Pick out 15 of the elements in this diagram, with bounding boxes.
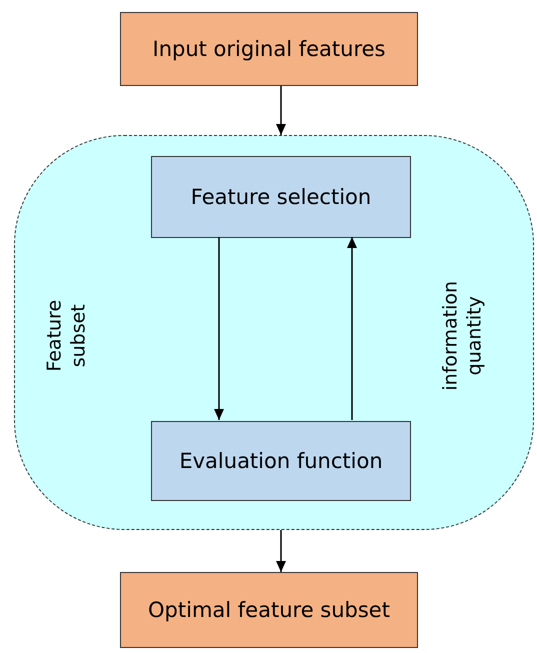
terminal-box <box>120 572 418 648</box>
side-label: Feature subset <box>43 298 90 374</box>
dashed-region <box>14 135 534 530</box>
terminal-box <box>120 12 418 86</box>
arrow <box>214 237 224 420</box>
box-label: Feature selection <box>190 185 372 209</box>
side-label: information quantity <box>439 280 486 393</box>
box-label: Optimal feature subset <box>148 598 390 622</box>
process-box <box>151 156 411 238</box>
box-label: Input original features <box>152 37 386 61</box>
arrow <box>276 86 286 135</box>
arrow <box>276 530 286 572</box>
arrow <box>347 237 357 420</box>
process-box <box>151 421 411 501</box>
box-label: Evaluation function <box>179 449 383 473</box>
